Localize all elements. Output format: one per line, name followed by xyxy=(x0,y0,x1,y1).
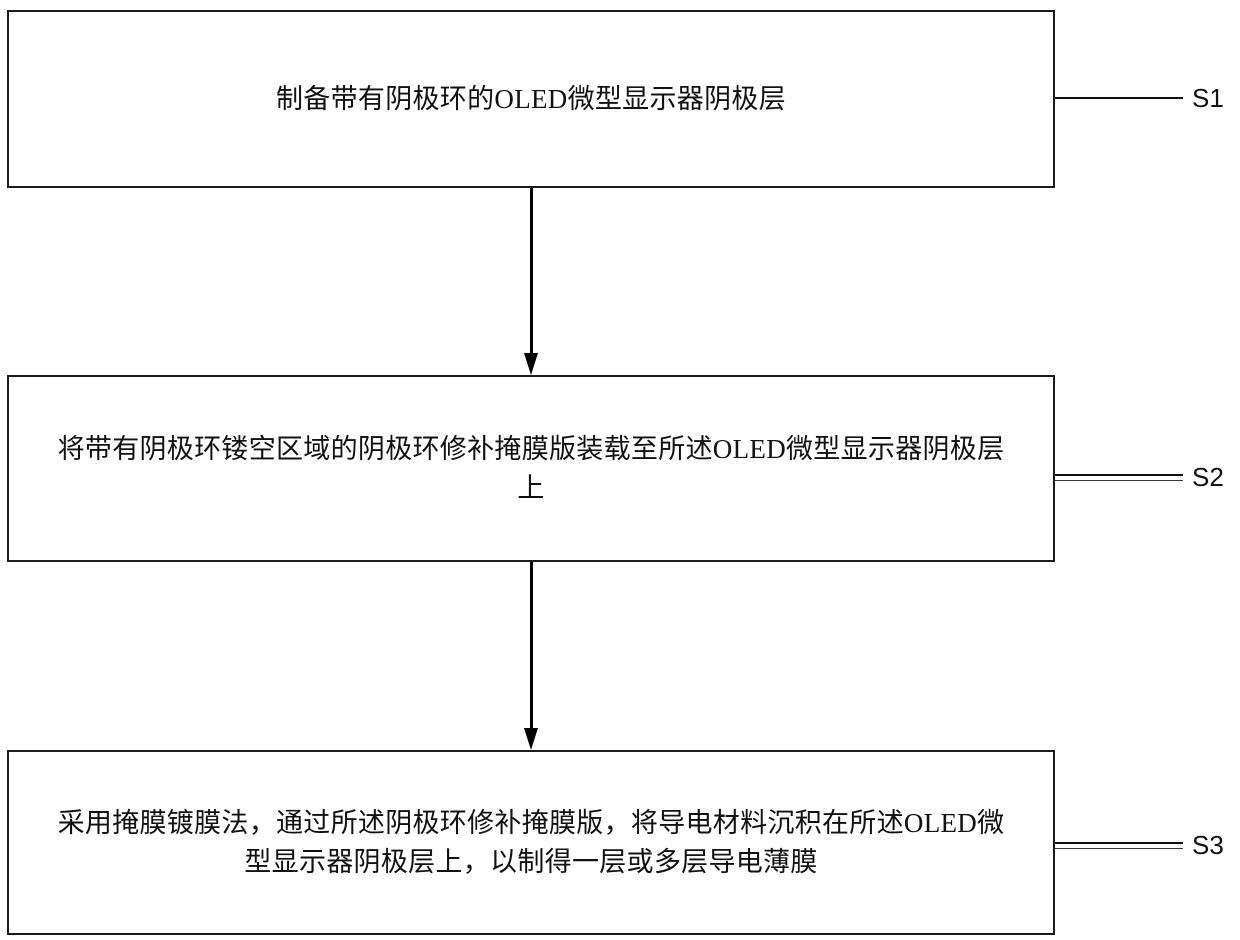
step-reference-s2: S2 xyxy=(1055,457,1240,497)
flowchart-step-text-s2: 将带有阴极环镂空区域的阴极环修补掩膜版装载至所述OLED微型显示器阴极层上 xyxy=(57,434,1005,503)
leader-line-icon xyxy=(1055,97,1183,99)
flowchart-arrow-s1-to-s2 xyxy=(524,188,538,375)
step-reference-s3: S3 xyxy=(1055,825,1240,865)
step-reference-label-s3: S3 xyxy=(1192,830,1224,860)
flowchart-step-box-s3: 采用掩膜镀膜法，通过所述阴极环修补掩膜版，将导电材料沉积在所述OLED微型显示器… xyxy=(7,750,1055,935)
flowchart-arrow-s2-to-s3 xyxy=(524,562,538,750)
arrow-shaft-icon xyxy=(530,562,533,730)
flowchart-step-text-s1: 制备带有阴极环的OLED微型显示器阴极层 xyxy=(276,83,786,114)
flowchart-step-box-s1: 制备带有阴极环的OLED微型显示器阴极层 xyxy=(7,10,1055,188)
arrowhead-down-icon xyxy=(524,353,538,375)
step-reference-s1: S1 xyxy=(1055,78,1240,118)
step-reference-label-s2: S2 xyxy=(1192,462,1224,492)
leader-line-icon xyxy=(1055,841,1183,849)
flowchart-step-box-s2: 将带有阴极环镂空区域的阴极环修补掩膜版装载至所述OLED微型显示器阴极层上 xyxy=(7,375,1055,562)
flowchart-step-text-s3: 采用掩膜镀膜法，通过所述阴极环修补掩膜版，将导电材料沉积在所述OLED微型显示器… xyxy=(57,808,1005,877)
arrowhead-down-icon xyxy=(524,728,538,750)
arrow-shaft-icon xyxy=(530,188,533,355)
step-reference-label-s1: S1 xyxy=(1192,83,1224,113)
leader-line-icon xyxy=(1055,473,1183,481)
